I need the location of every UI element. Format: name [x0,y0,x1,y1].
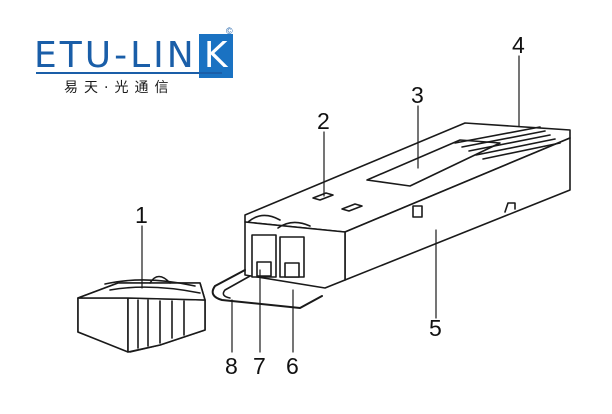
sfp-module-body [211,122,571,309]
rear-tab [504,202,516,213]
callout-4: 4 [512,32,525,58]
leader-lines [141,55,520,353]
logo-underline [36,72,222,74]
bail-latch [211,269,323,309]
callout-8: 8 [225,353,238,379]
callout-2: 2 [317,108,330,134]
logo-boxed-letter: K [198,34,233,78]
logo-chinese-name: 易天·光通信 [64,80,175,96]
latch-window-2 [341,203,363,212]
rx-port [284,262,300,278]
side-window [412,205,423,218]
module-vent-slots [454,126,561,160]
logo-registered-mark: © [226,26,233,36]
logo-word: ETU-LIN [34,35,197,76]
latch-window-1 [312,192,334,201]
module-label-area [366,139,501,187]
callout-6: 6 [286,353,299,379]
callout-5: 5 [429,315,442,341]
tx-port [256,261,272,277]
callout-7: 7 [253,353,266,379]
callout-3: 3 [411,82,424,108]
callout-1: 1 [135,202,148,228]
dust-cap [77,275,206,353]
